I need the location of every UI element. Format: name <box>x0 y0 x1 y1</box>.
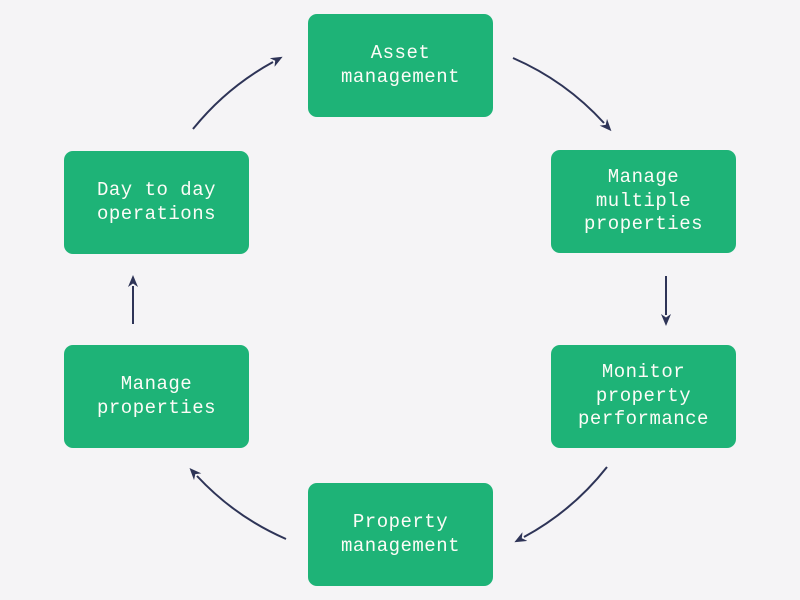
arrow-monitor-to-property <box>514 466 608 543</box>
node-manage-multiple-properties[interactable]: Manage multiple properties <box>551 150 736 253</box>
node-label: Asset management <box>340 41 461 88</box>
node-day-to-day-operations[interactable]: Day to day operations <box>64 151 249 254</box>
arrow-daytoday-to-asset <box>192 56 283 130</box>
node-monitor-property-performance[interactable]: Monitor property performance <box>551 345 736 448</box>
node-label: Property management <box>340 510 461 557</box>
node-label: Day to day operations <box>96 178 217 225</box>
arrow-asset-to-multiple <box>512 57 612 132</box>
node-manage-properties[interactable]: Manage properties <box>64 345 249 448</box>
node-asset-management[interactable]: Asset management <box>308 14 493 117</box>
node-label: Monitor property performance <box>578 360 709 431</box>
node-label: Manage properties <box>96 372 217 419</box>
node-label: Manage multiple properties <box>583 165 704 236</box>
arrow-property-to-manageprops <box>189 467 287 540</box>
node-property-management[interactable]: Property management <box>308 483 493 586</box>
